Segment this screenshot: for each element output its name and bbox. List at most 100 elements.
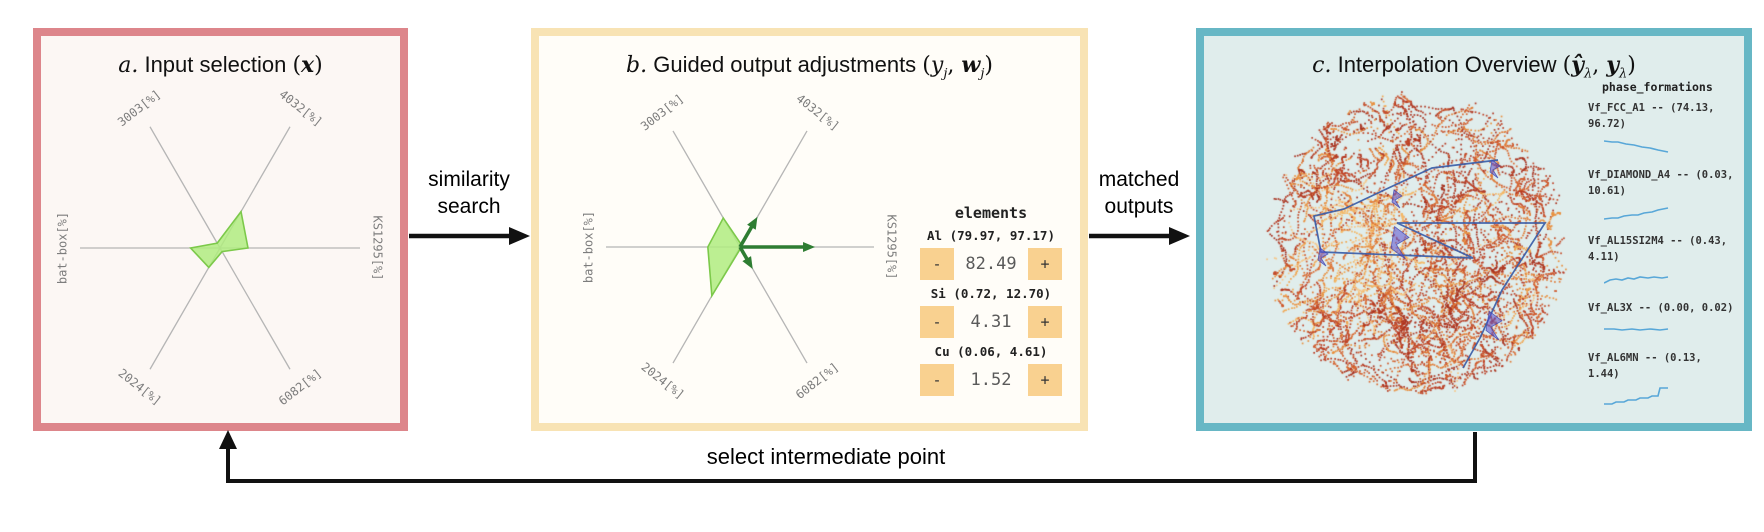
similarity-search-line2: search [437,195,501,219]
math-sub-j: j [943,66,948,82]
interpolation-path-overlay [1313,159,1547,369]
radar-axis-label: bat-box[%] [582,211,596,283]
math-sub-lambda: λ [1583,66,1593,82]
phase-formation-item: Vf_DIAMOND_A4 -- (0.03, 10.61) [1588,167,1740,225]
phase-formation-item: Vf_AL6MN -- (0.13, 1.44) [1588,350,1740,408]
phase-formations-panel: phase_formations Vf_FCC_A1 -- (74.13, 96… [1588,80,1740,416]
radar-axis-label: 2024[%] [116,366,164,408]
paren: ( [1562,53,1572,78]
panel-a-letter: a. [118,53,139,78]
radar-axis-label: 3003[%] [115,87,163,129]
select-intermediate-point-label: select intermediate point [566,443,1086,472]
panel-b-letter: b. [626,53,648,78]
phase-sparkline [1604,207,1669,220]
radar-axis-label: 2024[%] [639,360,687,402]
interpolation-point-marker [1485,310,1503,341]
similarity-search-arrowhead [509,227,530,245]
panel-c-title-text: Interpolation Overview [1331,52,1563,77]
element-value: 4.31 [970,312,1012,332]
paren: ( [292,53,302,78]
element-row-cu: Cu (0.06, 4.61) - 1.52 + [902,344,1080,396]
panel-b-title: b. Guided output adjustments (yj, wj) [539,52,1080,81]
increment-button[interactable]: + [1028,248,1062,280]
interpolation-point-marker [1317,247,1329,267]
element-row-al: Al (79.97, 97.17) - 82.49 + [902,228,1080,280]
panel-interpolation-overview: c. Interpolation Overview (ŷλ, yλ) phase… [1196,28,1752,431]
radar-axis-label: KS1295[%] [885,214,899,279]
phase-formation-item: Vf_FCC_A1 -- (74.13, 96.72) [1588,100,1740,158]
adjustment-radar-chart[interactable]: KS1295[%] 4032[%] 3003[%] bat-box[%] 2024[%]… [539,86,919,416]
radar-axis-label: 3003[%] [638,91,686,133]
decrement-button[interactable]: - [920,306,954,338]
phase-formation-label: Vf_DIAMOND_A4 -- (0.03, 10.61) [1588,168,1734,197]
math-sub-lambda: λ [1619,66,1628,82]
panel-c-title: c. Interpolation Overview (ŷλ, yλ) [1204,52,1744,81]
phase-formation-label: Vf_FCC_A1 -- (74.13, 96.72) [1588,102,1715,131]
paren: ( [922,53,931,78]
radar-value-polygon [189,209,249,269]
element-range-label: Cu (0.06, 4.61) [934,344,1048,359]
elements-header: elements [954,204,1028,222]
input-radar-chart[interactable]: KS1295[%] 4032[%] 3003[%] bat-box[%] 2024[%]… [41,86,400,416]
radar-axis-label: 6082[%] [793,360,841,402]
panel-b-title-text: Guided output adjustments [647,52,923,77]
radar-axis-label: 4032[%] [277,87,325,129]
phase-sparkline [1604,139,1669,153]
phase-formation-label: Vf_AL15SI2M4 -- (0.43, 4.11) [1588,235,1728,264]
phase-sparkline [1604,387,1668,406]
phase-formation-item: Vf_AL3X -- (0.00, 0.02) [1588,300,1740,341]
matched-outputs-arrowhead [1169,227,1190,245]
math-w: w [961,52,981,78]
comma: , [1592,53,1607,78]
decrement-button[interactable]: - [920,248,954,280]
radar-axis-label: bat-box[%] [56,212,70,284]
panel-a-title: a. Input selection (x) [41,52,400,78]
increment-button[interactable]: + [1028,306,1062,338]
feedback-loop-arrowhead [219,430,237,449]
adjustment-arrow [747,216,758,230]
interpolation-path [1313,159,1547,369]
math-y: y [1606,52,1620,78]
panel-c-letter: c. [1312,53,1332,78]
phase-sparkline [1604,328,1669,331]
paren: ) [984,53,993,78]
phase-formation-label: Vf_AL3X -- (0.00, 0.02) [1588,301,1734,314]
similarity-search-label: similarity search [398,166,540,221]
math-y: y [930,53,944,78]
select-intermediate-point-text: select intermediate point [706,444,946,469]
element-range-label: Si (0.72, 12.70) [930,286,1052,301]
panel-a-title-text: Input selection [138,52,293,77]
interpolation-map-area [1204,76,1584,423]
interpolation-point-marker [1489,159,1501,179]
radar-axis-label: 4032[%] [794,91,842,133]
comma: , [947,53,962,78]
similarity-search-line1: similarity [428,168,510,191]
adjustment-arrow [803,242,816,252]
decrement-button[interactable]: - [920,364,954,396]
matched-outputs-line2: outputs [1104,195,1174,219]
matched-outputs-label: matched outputs [1076,166,1202,221]
phase-formations-header: phase_formations [1602,80,1713,94]
math-yhat: ŷ [1571,52,1584,78]
panel-input-selection: a. Input selection (x) KS1295[%] 4032[%] 3… [33,28,408,431]
phase-sparkline [1604,275,1669,284]
element-range-label: Al (79.97, 97.17) [927,228,1055,243]
paren: ) [314,53,323,78]
interpolation-point-marker [1390,225,1410,260]
radar-value-polygon [707,216,743,299]
paren: ) [1627,53,1636,78]
panel-guided-output-adjustments: b. Guided output adjustments (yj, wj) KS… [531,28,1088,431]
adjustment-arrow [742,256,753,270]
elements-panel: elements Al (79.97, 97.17) - 82.49 + Si … [902,204,1080,402]
element-row-si: Si (0.72, 12.70) - 4.31 + [902,286,1080,338]
math-sub-j: j [980,66,985,82]
matched-outputs-line1: matched [1098,168,1180,191]
radar-axis-label: 6082[%] [276,366,324,408]
radar-axis-label: KS1295[%] [371,215,385,280]
math-x: x [301,52,315,78]
phase-formation-item: Vf_AL15SI2M4 -- (0.43, 4.11) [1588,233,1740,291]
element-value: 1.52 [970,370,1012,390]
phase-formation-label: Vf_AL6MN -- (0.13, 1.44) [1588,351,1702,381]
increment-button[interactable]: + [1028,364,1062,396]
